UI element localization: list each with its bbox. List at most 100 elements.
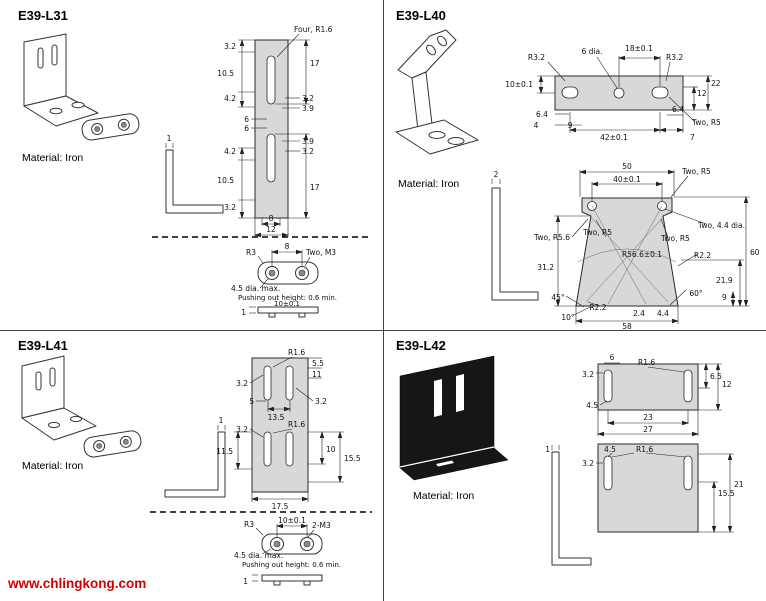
dim-label: 3.2 [582,370,594,379]
l40-iso-bracket [395,29,479,155]
dim-label: 10±0.1 [278,516,306,525]
dim-label: 4.2 [224,147,236,156]
dim-label: 60° [689,289,703,298]
l41-stud-plate-view [261,533,323,586]
l40-side-view [491,187,539,301]
dim-label: 12 [697,89,707,98]
dim-label: 7 [690,133,695,142]
l41-mounting-plate [83,430,142,458]
material-label: Material: Iron [22,152,84,164]
dim-label: R2.2 [589,303,606,312]
dim-label: 3.2 [302,147,314,156]
dim-label: 5 [249,397,254,406]
l40-labels: R3.2 6 dia. 18±0.1 R3.2 10±0.1 12 22 6.4… [494,44,760,331]
l31-side-view [165,149,224,214]
dim-label: 3.2 [236,425,248,434]
dim-label: 6 [244,124,249,133]
dim-label: 6 [244,115,249,124]
dim-label: 21.9 [716,276,733,285]
dim-label: 6.4 [536,110,548,119]
dim-label: R1.6 [288,420,305,429]
dim-label: 13.5 [268,413,285,422]
dim-label: R1.6 [636,445,653,454]
dim-label: 60 [750,248,760,257]
l41-front-view [251,357,309,493]
dim-label: 8 [285,242,290,251]
l31-iso-bracket [23,33,99,127]
dim-label: 18±0.1 [625,44,653,53]
l42-front-view-top-dims [596,362,722,437]
l42-side-view-ticks [551,445,560,450]
dim-label: 2.4 [633,309,645,318]
dim-label: 1 [167,134,172,143]
l31-labels: Four, R1.6 3.2 10.5 4.2 17 3.2 3.9 6 6 3… [167,25,337,317]
dim-label: 10±0.1 [505,80,533,89]
l31-stud-plate-view [257,261,319,318]
section-title: E39-L40 [396,8,446,23]
dim-label: 23 [643,413,653,422]
dim-label: 21 [734,480,744,489]
dim-label: 31.2 [537,263,554,272]
dim-label: 17.5 [272,502,289,511]
watermark: www.chlingkong.com [8,576,147,591]
dim-label: 2 [494,170,499,179]
l42-front-view-top [597,363,699,411]
dim-label: 11.5 [216,447,233,456]
dim-label: 6.4 [672,105,684,114]
dim-label: 9 [722,293,727,302]
l41-section: R1.6 5.5 11 3.2 5 3.2 13.5 3.2 R1.6 11.5… [21,348,372,586]
l42-front-view-bottom [597,443,699,533]
l42-iso-bracket [399,355,509,481]
l41-dimension-lines [234,356,344,502]
dim-label: 2-M3 [312,521,331,530]
dim-label: R3.2 [666,53,683,62]
dim-label: 5.5 [312,359,324,368]
l40-plate-dims [537,55,712,133]
l40-section: R3.2 6 dia. 18±0.1 R3.2 10±0.1 12 22 6.4… [395,29,760,331]
dim-label: R1.6 [638,358,655,367]
dim-label: 1 [545,445,550,454]
dim-label: Two, R5 [681,167,711,176]
dim-label: 42±0.1 [600,133,628,142]
l42-section: 3.2 6 R1.6 6.5 12 4.5 23 27 4.5 R1.6 3.2… [399,353,744,566]
dim-label: 17 [310,59,320,68]
l41-labels: R1.6 5.5 11 3.2 5 3.2 13.5 3.2 R1.6 11.5… [216,348,361,586]
dim-label: 12 [722,380,732,389]
dim-label: 10.5 [217,176,234,185]
dim-label: 10 [326,445,336,454]
l41-side-view-ticks [217,425,226,430]
dim-label: 10±0.1 [274,300,300,308]
section-title: E39-L31 [18,8,68,23]
dim-label: 10° [561,313,575,322]
dim-label: 3.9 [302,137,314,146]
dim-label: 6.5 [710,372,722,381]
l41-side-view [164,431,226,498]
dim-label: 1 [241,308,246,317]
dim-label: 50 [622,162,632,171]
dim-label: Two, R5 [582,228,612,237]
dim-label: 22 [711,79,721,88]
dim-label: R1.6 [288,348,305,357]
dim-label: Two, M3 [305,248,336,257]
dim-label: 15.5 [344,454,361,463]
dim-label: 40±0.1 [613,175,641,184]
dim-label: 4.5 dia. max. [234,551,283,560]
dim-label: R2.2 [694,251,711,260]
note-label: Pushing out height: 0.6 min. [242,561,341,569]
dim-label: R56.6±0.1 [622,250,662,259]
dim-label: Two, 4.4 dia. [697,221,745,230]
dim-label: 4 [534,121,539,130]
l41-iso-bracket [21,355,97,441]
l42-side-view [551,451,592,566]
dim-label: Two, R5.6 [533,233,570,242]
dim-label: R3 [246,248,256,257]
dim-label: 4.5 dia. max. [231,284,280,293]
l31-stud-plate-dims [249,249,311,314]
dim-label: 58 [622,322,632,331]
dim-label: R3 [244,520,254,529]
dim-label: 4.5 [604,445,616,454]
dim-label: 3.9 [302,104,314,113]
material-label: Material: Iron [413,490,475,502]
